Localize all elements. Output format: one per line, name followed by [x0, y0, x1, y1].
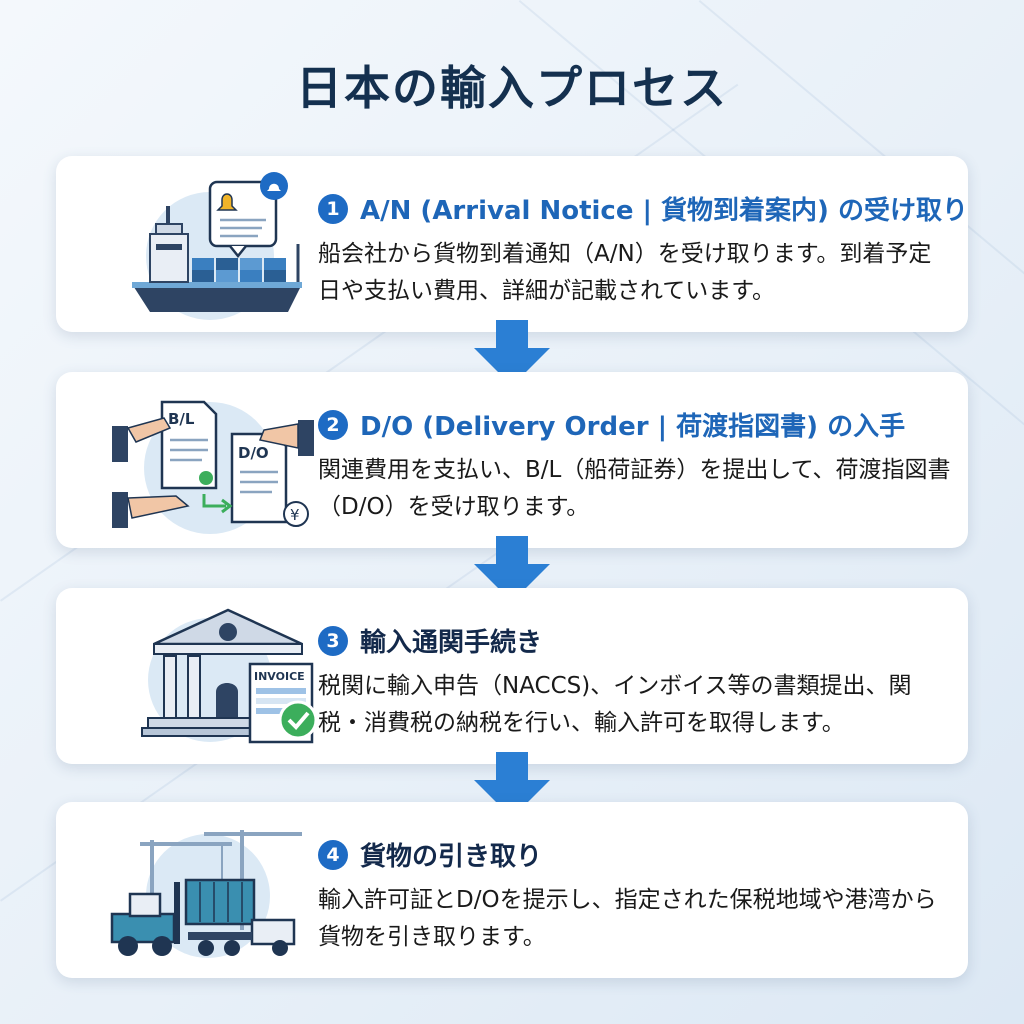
down-arrow-icon [474, 536, 550, 602]
page-title: 日本の輸入プロセス [296, 61, 728, 115]
step-description: 税関に輸入申告（NACCS)、インボイス等の書類提出、関税・消費税の納税を行い、… [318, 673, 912, 736]
step-heading-text: D/O (Delivery Order | 荷渡指図書) の入手 [360, 412, 906, 442]
yen-symbol: ¥ [290, 506, 300, 524]
down-arrow-icon [474, 752, 550, 818]
step-heading: 1 A/N (Arrival Notice | 貨物到着案内) の受け取り [318, 190, 968, 227]
step-heading-text: A/N (Arrival Notice | 貨物到着案内) の受け取り [360, 196, 968, 226]
cargo-ship-icon [132, 172, 302, 320]
step-heading: 4 貨物の引き取り [318, 836, 542, 873]
step-number-badge: 3 [318, 625, 348, 656]
step-number-badge: 4 [318, 839, 348, 870]
document-exchange-icon: B/L D/O ¥ [112, 400, 314, 534]
step-description: 輸入許可証とD/Oを提示し、指定された保税地域や港湾から貨物を引き取ります。 [318, 887, 937, 950]
step-card-1: 1 A/N (Arrival Notice | 貨物到着案内) の受け取り 船会… [56, 156, 968, 332]
step-heading-text: 輸入通関手続き [360, 628, 543, 658]
step-heading: 3 輸入通関手続き [318, 622, 542, 659]
step-number-badge: 2 [318, 409, 348, 440]
forklift-truck-icon [110, 830, 302, 958]
step-card-4: 4 貨物の引き取り 輸入許可証とD/Oを提示し、指定された保税地域や港湾から貨物… [56, 802, 968, 978]
step-description: 船会社から貨物到着通知（A/N）を受け取ります。到着予定日や支払い費用、詳細が記… [318, 241, 932, 304]
step-card-3: INVOICE 3 輸入通関手続き 税関に輸入申告（NACCS)、インボイス等の… [56, 588, 968, 764]
step-description: 関連費用を支払い、B/L（船荷証券）を提出して、荷渡指図書（D/O）を受け取りま… [318, 457, 951, 520]
step-heading: 2 D/O (Delivery Order | 荷渡指図書) の入手 [318, 406, 905, 443]
bl-doc-label: B/L [168, 410, 195, 428]
down-arrow-icon [474, 320, 550, 386]
customs-building-icon: INVOICE [141, 608, 318, 744]
step-heading-text: 貨物の引き取り [360, 842, 543, 872]
step-number-badge: 1 [318, 193, 348, 224]
invoice-label: INVOICE [254, 670, 305, 683]
step-card-2: B/L D/O ¥ 2 D/O (Delivery Order | 荷渡指図書)… [56, 372, 968, 548]
do-doc-label: D/O [238, 444, 269, 462]
